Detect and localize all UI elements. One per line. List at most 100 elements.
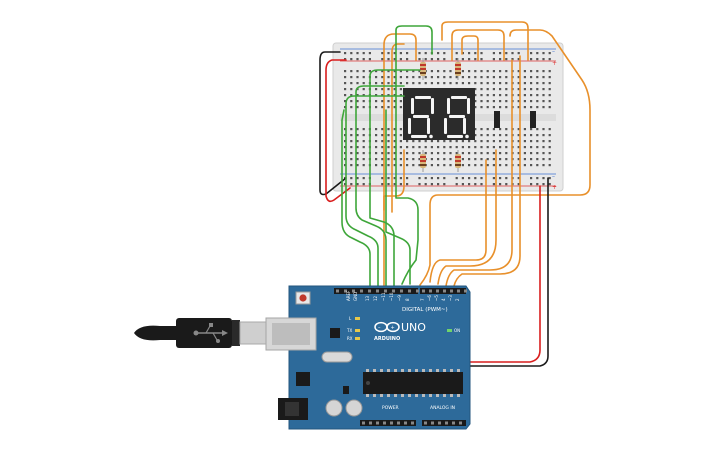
pin[interactable] bbox=[376, 421, 379, 425]
pin[interactable] bbox=[431, 421, 434, 425]
breadboard-hole bbox=[449, 140, 452, 143]
breadboard-hole bbox=[461, 152, 464, 155]
breadboard-hole bbox=[530, 88, 533, 91]
wire-red[interactable] bbox=[325, 59, 351, 203]
wire-green[interactable] bbox=[385, 109, 411, 285]
pin[interactable] bbox=[429, 289, 432, 293]
usb-cable[interactable] bbox=[134, 318, 267, 348]
seven-segment-display-right[interactable]: 8. bbox=[0, 0, 475, 140]
breadboard-hole bbox=[468, 76, 471, 79]
breadboard-hole bbox=[381, 146, 384, 149]
breadboard-hole bbox=[499, 164, 502, 167]
breadboard-hole bbox=[350, 76, 353, 79]
resistor[interactable] bbox=[420, 58, 426, 80]
breadboard-hole bbox=[486, 106, 489, 109]
breadboard-hole bbox=[437, 70, 440, 73]
pin[interactable] bbox=[390, 421, 393, 425]
breadboard-hole bbox=[523, 128, 526, 131]
wire-green[interactable] bbox=[345, 95, 405, 287]
rail-minus-label-bottom: – bbox=[552, 173, 555, 180]
breadboard-hole bbox=[548, 183, 551, 186]
transistor[interactable] bbox=[530, 111, 536, 128]
pin[interactable] bbox=[360, 289, 363, 293]
arduino-uno[interactable]: AREF GND 13 12 ~11 ~10 ~9 8 7 ~6 ~5 4 ~3… bbox=[265, 285, 471, 430]
breadboard-hole bbox=[418, 82, 421, 85]
transistor[interactable] bbox=[494, 111, 500, 128]
breadboard-hole bbox=[523, 94, 526, 97]
wire-green[interactable] bbox=[355, 85, 405, 287]
seven-segment-display-left[interactable]: 8. bbox=[0, 0, 439, 140]
pin[interactable] bbox=[384, 289, 387, 293]
breadboard-hole bbox=[393, 70, 396, 73]
pin[interactable] bbox=[452, 421, 455, 425]
breadboard-hole bbox=[480, 76, 483, 79]
pin[interactable] bbox=[404, 421, 407, 425]
pin[interactable] bbox=[445, 421, 448, 425]
pin[interactable] bbox=[457, 289, 460, 293]
breadboard-hole bbox=[517, 152, 520, 155]
breadboard-hole bbox=[443, 140, 446, 143]
pin[interactable] bbox=[362, 421, 365, 425]
pin[interactable] bbox=[408, 289, 411, 293]
pin[interactable] bbox=[376, 289, 379, 293]
pin[interactable] bbox=[450, 289, 453, 293]
pin[interactable] bbox=[336, 289, 339, 293]
wire-orange[interactable] bbox=[461, 35, 479, 61]
breadboard-hole bbox=[356, 106, 359, 109]
wire-orange[interactable] bbox=[453, 55, 521, 287]
pin[interactable] bbox=[352, 289, 355, 293]
segment bbox=[463, 118, 466, 134]
pin[interactable] bbox=[392, 289, 395, 293]
breadboard-hole bbox=[523, 134, 526, 137]
breadboard-hole bbox=[486, 128, 489, 131]
pin[interactable] bbox=[436, 289, 439, 293]
pin[interactable] bbox=[424, 421, 427, 425]
wire-orange[interactable] bbox=[451, 29, 505, 61]
breadboard-hole bbox=[517, 146, 520, 149]
pin[interactable] bbox=[459, 421, 462, 425]
breadboard-hole bbox=[375, 140, 378, 143]
pin[interactable] bbox=[438, 421, 441, 425]
breadboard-hole bbox=[418, 76, 421, 79]
breadboard-hole bbox=[480, 58, 483, 61]
wire-black[interactable] bbox=[319, 51, 347, 196]
breadboard-hole bbox=[399, 177, 402, 180]
pin[interactable] bbox=[368, 289, 371, 293]
pin[interactable] bbox=[411, 421, 414, 425]
breadboard-hole bbox=[468, 82, 471, 85]
breadboard-hole bbox=[393, 177, 396, 180]
wire-orange[interactable] bbox=[391, 43, 405, 213]
breadboard-hole bbox=[461, 183, 464, 186]
pin[interactable] bbox=[397, 421, 400, 425]
wire-green[interactable] bbox=[369, 69, 421, 287]
breadboard-hole bbox=[387, 152, 390, 155]
resistor[interactable] bbox=[420, 150, 426, 172]
breadboard-hole bbox=[381, 140, 384, 143]
pin[interactable] bbox=[464, 289, 467, 293]
breadboard-hole bbox=[536, 58, 539, 61]
pin[interactable] bbox=[344, 289, 347, 293]
pin[interactable] bbox=[400, 289, 403, 293]
pin[interactable] bbox=[443, 289, 446, 293]
breadboard-hole bbox=[449, 76, 452, 79]
breadboard-hole bbox=[393, 100, 396, 103]
resistor[interactable] bbox=[455, 150, 461, 172]
wire-orange[interactable] bbox=[429, 159, 487, 283]
pin[interactable] bbox=[383, 421, 386, 425]
wire-green[interactable] bbox=[341, 109, 371, 287]
pin[interactable] bbox=[369, 421, 372, 425]
wire-orange[interactable] bbox=[445, 59, 513, 287]
pin[interactable] bbox=[416, 289, 419, 293]
pin-label-13: 13 bbox=[365, 295, 370, 301]
wire-orange[interactable] bbox=[437, 149, 497, 285]
wire-orange[interactable] bbox=[419, 29, 591, 286]
wire-orange[interactable] bbox=[383, 33, 417, 211]
resistor[interactable] bbox=[455, 58, 461, 80]
breadboard-hole bbox=[443, 70, 446, 73]
breadboard-hole bbox=[424, 183, 427, 186]
wire-orange[interactable] bbox=[441, 21, 529, 61]
rail-plus-label-bottom: + bbox=[552, 184, 557, 191]
pin[interactable] bbox=[422, 289, 425, 293]
wire-green[interactable] bbox=[395, 25, 433, 285]
breadboard-hole bbox=[393, 128, 396, 131]
